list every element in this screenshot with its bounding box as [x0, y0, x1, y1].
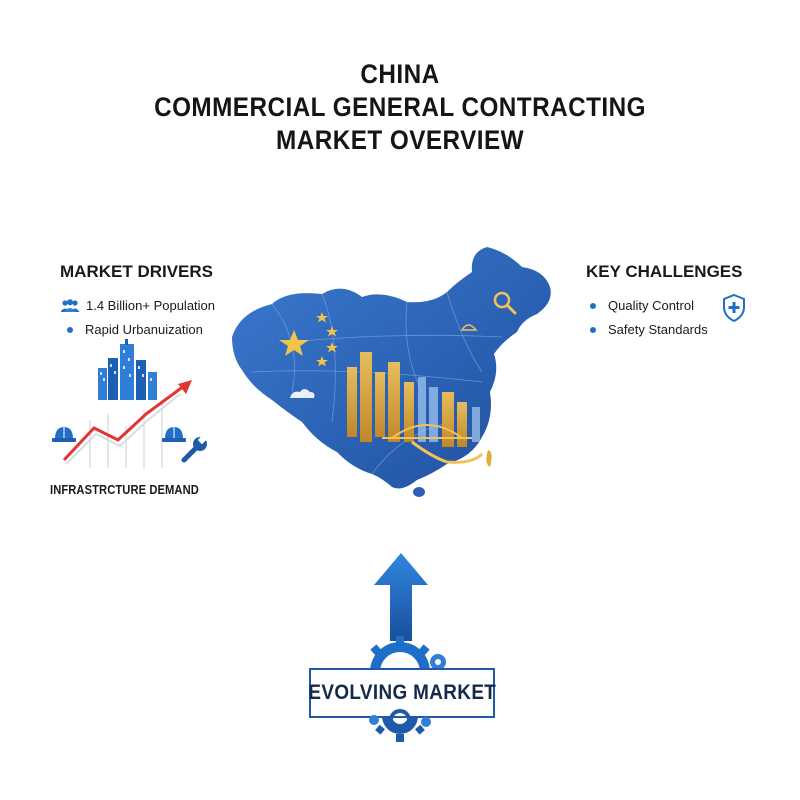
market-drivers-heading: MARKET DRIVERS — [60, 262, 214, 281]
hard-hat-icon — [52, 427, 76, 442]
gear-icon — [369, 709, 431, 742]
driver-population: 1.4 Billion+ Population — [60, 298, 215, 313]
gear-icon — [370, 636, 446, 672]
trend-arrow-icon — [62, 380, 192, 468]
challenge-item-label: Quality Control — [608, 298, 694, 313]
driver-urbanization: Rapid Urbanuization — [67, 322, 203, 337]
title-line-1: CHINA — [360, 59, 440, 89]
challenge-quality: Quality Control — [590, 298, 694, 313]
hard-hat-icon — [162, 427, 186, 442]
city-buildings-icon — [98, 339, 157, 400]
bullet-icon — [67, 326, 73, 333]
title-line-2: COMMERCIAL GENERAL CONTRACTING — [154, 92, 646, 122]
page-title: CHINA COMMERCIAL GENERAL CONTRACTING MAR… — [40, 58, 760, 157]
people-icon — [60, 298, 80, 313]
infrastructure-demand-label: INFRASTRCTURE DEMAND — [50, 482, 199, 497]
star-icon — [279, 312, 338, 367]
evolving-market-label: EVOLVING MARKET — [308, 681, 496, 704]
china-map-illustration — [232, 247, 551, 497]
magnifier-icon — [493, 291, 517, 315]
driver-item-label: 1.4 Billion+ Population — [86, 298, 216, 313]
driver-item-label: Rapid Urbanuization — [85, 322, 203, 337]
bullet-icon — [590, 302, 596, 309]
challenge-item-label: Safety Standards — [608, 322, 708, 337]
shield-plus-icon — [723, 293, 745, 323]
wrench-icon — [181, 435, 207, 463]
challenge-safety: Safety Standards — [590, 322, 708, 337]
bullet-icon — [590, 326, 596, 333]
title-line-3: MARKET OVERVIEW — [276, 125, 524, 155]
key-challenges-heading: KEY CHALLENGES — [586, 262, 743, 281]
up-arrow-icon — [374, 553, 428, 641]
